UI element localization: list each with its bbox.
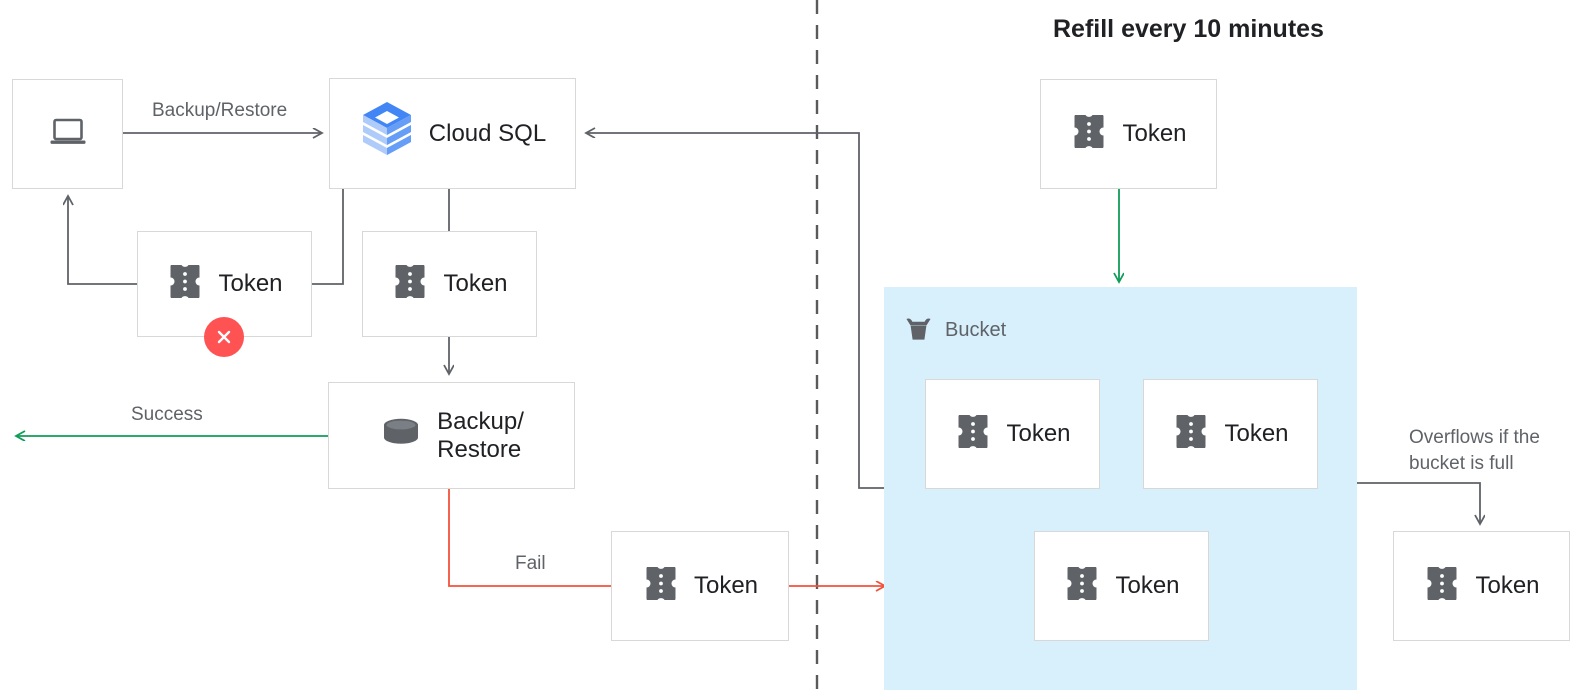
bucket-header: Bucket bbox=[903, 313, 1006, 348]
node-token-client-label: Token bbox=[218, 270, 283, 298]
node-token-overflow-label: Token bbox=[1475, 572, 1540, 600]
laptop-icon bbox=[48, 115, 88, 154]
close-icon bbox=[217, 330, 231, 344]
bucket-label: Bucket bbox=[945, 319, 1007, 341]
wire-token-client-to-client bbox=[68, 196, 137, 285]
token-icon bbox=[1172, 413, 1210, 453]
token-icon bbox=[954, 413, 992, 453]
bucket-icon bbox=[903, 313, 934, 348]
error-badge bbox=[204, 317, 244, 357]
edge-label-overflow: Overflows if the bucket is full bbox=[1409, 427, 1540, 474]
node-token-fail[interactable]: Token bbox=[611, 531, 789, 641]
wire-bucket-to-cloudsql bbox=[586, 133, 886, 489]
token-icon bbox=[391, 263, 429, 303]
node-client[interactable] bbox=[12, 79, 123, 189]
page-title: Refill every 10 minutes bbox=[1053, 15, 1324, 43]
token-icon bbox=[1070, 113, 1108, 153]
node-token-bucket-3[interactable]: Token bbox=[1034, 531, 1209, 641]
cloud-sql-icon bbox=[359, 100, 415, 167]
token-icon bbox=[1423, 565, 1461, 605]
node-token-cloudsql[interactable]: Token bbox=[362, 231, 537, 337]
wire-bucket-overflow bbox=[1356, 482, 1480, 524]
node-token-bucket-1[interactable]: Token bbox=[925, 379, 1100, 489]
node-token-bucket-2[interactable]: Token bbox=[1143, 379, 1318, 489]
node-cloud-sql-label: Cloud SQL bbox=[428, 119, 547, 147]
edge-label-success: Success bbox=[131, 404, 203, 425]
edge-label-fail: Fail bbox=[515, 553, 546, 574]
node-backup-restore[interactable]: Backup/ Restore bbox=[328, 382, 575, 489]
database-icon bbox=[379, 414, 423, 457]
token-icon bbox=[642, 565, 680, 605]
node-token-refill[interactable]: Token bbox=[1040, 79, 1217, 189]
node-token-bucket-2-label: Token bbox=[1224, 420, 1289, 448]
wire-cloudsql-to-token-client bbox=[312, 188, 344, 285]
token-icon bbox=[1063, 565, 1101, 605]
node-token-overflow[interactable]: Token bbox=[1393, 531, 1570, 641]
node-token-fail-label: Token bbox=[693, 572, 759, 600]
node-token-bucket-1-label: Token bbox=[1006, 420, 1071, 448]
node-token-cloudsql-label: Token bbox=[443, 270, 508, 298]
token-icon bbox=[166, 263, 204, 303]
node-token-refill-label: Token bbox=[1122, 120, 1187, 148]
node-backup-restore-label: Backup/ Restore bbox=[437, 407, 524, 463]
node-cloud-sql[interactable]: Cloud SQL bbox=[329, 78, 576, 189]
edge-label-backup-restore: Backup/Restore bbox=[152, 100, 288, 121]
node-token-bucket-3-label: Token bbox=[1115, 572, 1180, 600]
